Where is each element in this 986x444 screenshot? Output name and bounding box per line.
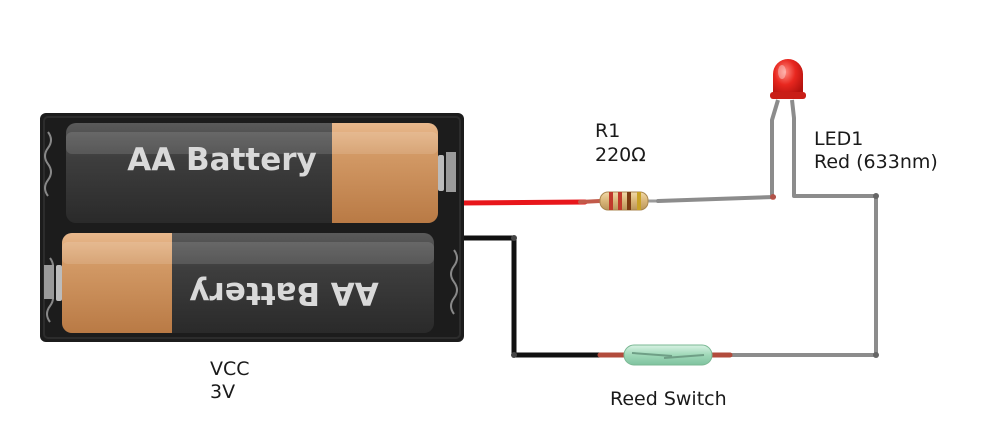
spring-contact xyxy=(450,249,458,315)
wires xyxy=(457,193,879,358)
terminal-tab xyxy=(44,265,54,299)
battery-cell-top: AA Battery xyxy=(66,123,444,223)
reed-switch[interactable] xyxy=(597,344,733,366)
junction-dot xyxy=(511,352,517,358)
wire-positive[interactable] xyxy=(457,199,588,206)
junction-dot xyxy=(873,352,879,358)
resistor-band xyxy=(618,192,622,210)
resistor-band xyxy=(627,192,631,210)
resistor-value-label: 220Ω xyxy=(595,144,646,166)
spring-contact xyxy=(44,131,52,197)
led-anode-leg xyxy=(770,99,780,197)
led-lens xyxy=(773,59,803,96)
led-cathode-leg xyxy=(790,99,796,196)
led-value-label: Red (633nm) xyxy=(814,151,938,173)
led-rim xyxy=(770,92,806,99)
junction-dot xyxy=(511,235,517,241)
junction-dot xyxy=(873,193,879,199)
resistor-r1[interactable] xyxy=(599,191,649,211)
reed-switch-label: Reed Switch xyxy=(610,388,727,410)
battery-cell-bottom-label: AA Battery xyxy=(189,275,378,311)
resistor-band xyxy=(637,192,641,210)
battery-cell-top-label: AA Battery xyxy=(127,142,316,178)
led-name-label: LED1 xyxy=(814,128,864,150)
led1[interactable] xyxy=(770,59,806,200)
battery-value-label: 3V xyxy=(210,381,236,403)
resistor-name-label: R1 xyxy=(595,120,621,142)
battery-holder[interactable]: AA Battery AA Battery xyxy=(40,113,464,342)
battery-name-label: VCC xyxy=(210,358,250,380)
resistor-lead-left xyxy=(578,199,602,204)
battery-cell-bottom: AA Battery xyxy=(56,233,434,333)
wire-resistor-to-led[interactable] xyxy=(656,195,776,203)
terminal-tab xyxy=(446,152,456,192)
wire-negative[interactable] xyxy=(457,235,607,358)
resistor-band xyxy=(609,192,613,210)
